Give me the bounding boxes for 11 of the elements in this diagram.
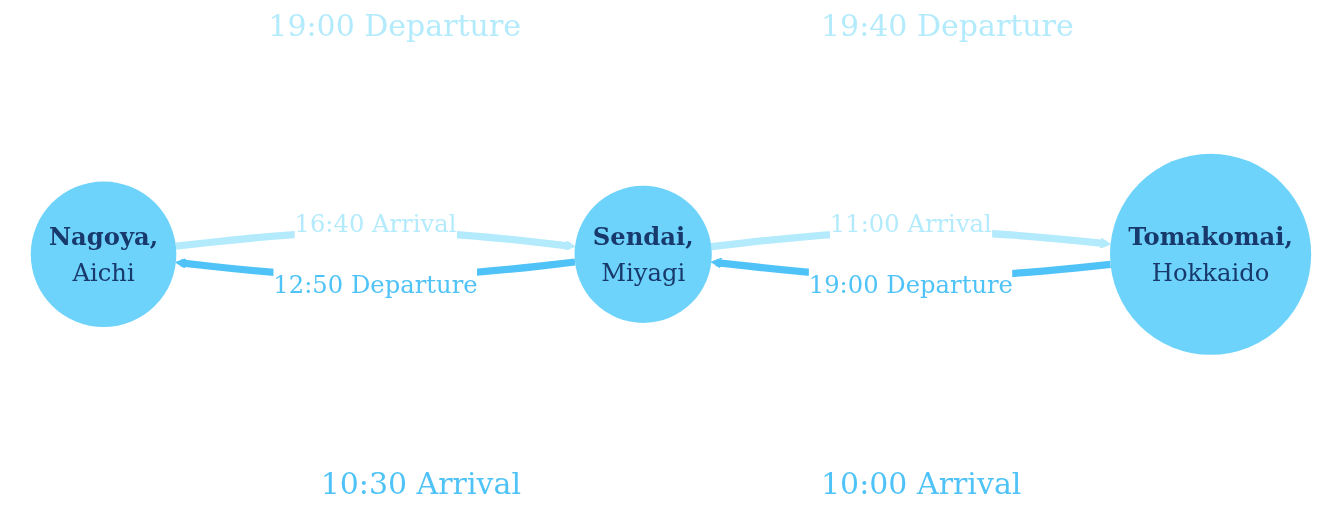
node-circle: Nagoya, Aichi xyxy=(30,181,177,327)
time-label: 19:00 Departure xyxy=(268,7,521,43)
time-label: 19:40 Departure xyxy=(821,7,1074,43)
edge-label: 19:00 Departure xyxy=(808,269,1013,299)
edge-label: 12:50 Departure xyxy=(273,269,478,299)
time-label: 10:00 Arrival xyxy=(821,465,1022,501)
node-circle: Sendai, Miyagi xyxy=(574,185,712,323)
edge-label: 16:40 Arrival xyxy=(294,209,457,239)
node-circle: Tomakomai, Hokkaido xyxy=(1110,153,1312,355)
edge-label: 11:00 Arrival xyxy=(829,209,992,239)
time-label: 10:30 Arrival xyxy=(320,465,521,501)
